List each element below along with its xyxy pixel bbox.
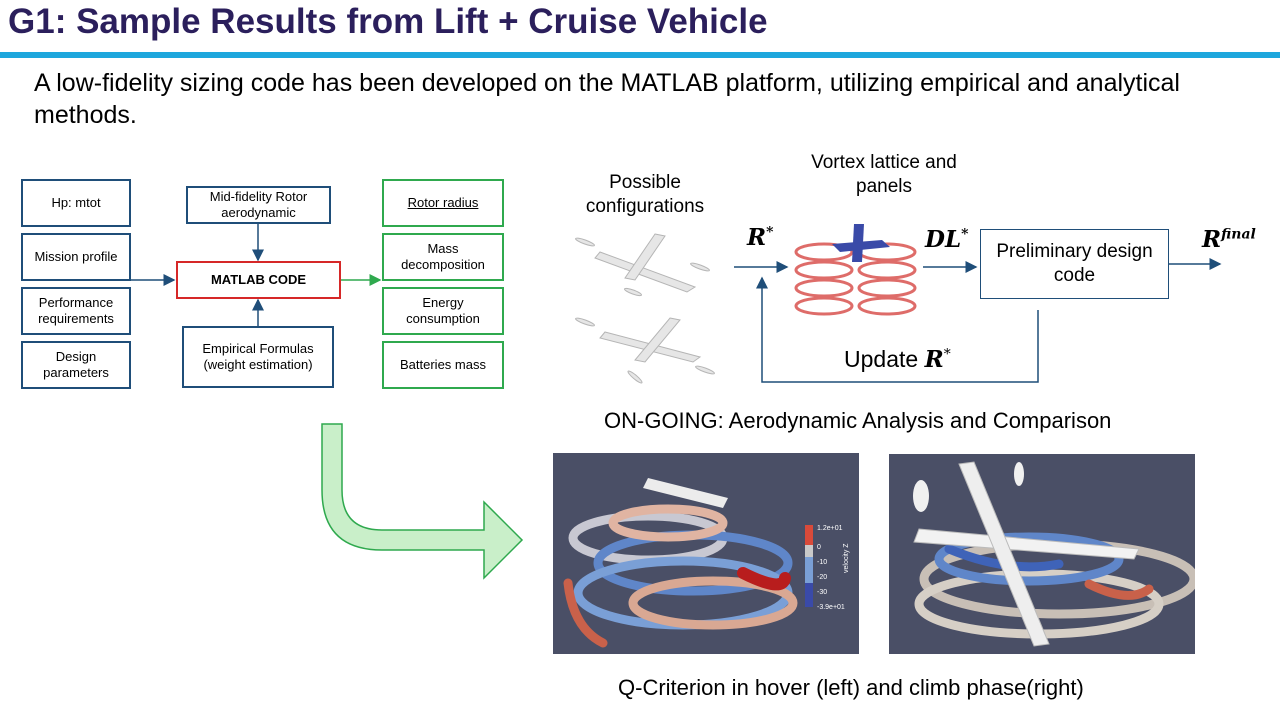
colorbar-tick-1: -10 [817, 559, 827, 566]
output-box-rotor-radius: Rotor radius [382, 179, 504, 227]
possible-configurations-label: Possible configurations [585, 172, 705, 217]
input-box-design: Design parameters [21, 341, 131, 389]
page-title: G1: Sample Results from Lift + Cruise Ve… [8, 2, 768, 41]
colorbar-tick-2: -20 [817, 574, 827, 581]
mid-fidelity-box: Mid-fidelity Rotor aerodynamic [186, 186, 331, 224]
figure-caption: Q-Criterion in hover (left) and climb ph… [618, 675, 1084, 700]
input-box-performance: Performance requirements [21, 287, 131, 335]
r-star-label: R* [747, 224, 774, 251]
aircraft-configurations-image [575, 233, 715, 384]
empirical-formulas-box: Empirical Formulas (weight estimation) [182, 326, 334, 388]
title-underline [0, 52, 1280, 58]
big-curved-arrow [321, 423, 524, 580]
output-box-mass: Mass decomposition [382, 233, 504, 281]
matlab-code-box: MATLAB CODE [176, 261, 341, 299]
colorbar-top-label: 1.2e+01 [817, 525, 843, 532]
vortex-lattice-label: Vortex lattice and panels [811, 152, 957, 197]
ongoing-heading: ON-GOING: Aerodynamic Analysis and Compa… [604, 408, 1112, 433]
colorbar-bottom-label: -3.9e+01 [817, 604, 845, 611]
dl-star-label: DL* [925, 226, 969, 253]
intro-text: A low-fidelity sizing code has been deve… [34, 69, 1180, 129]
hover-qcriterion-plot: 1.2e+01 0 -10 -20 -30 -3.9e+01 velocity … [553, 453, 859, 654]
vortex-lattice-image [794, 224, 917, 316]
colorbar-tick-3: -30 [817, 589, 827, 596]
output-box-batteries: Batteries mass [382, 341, 504, 389]
update-r-star-label: Update R* [844, 346, 951, 373]
input-box-mission: Mission profile [21, 233, 131, 281]
climb-qcriterion-plot [889, 454, 1195, 654]
colorbar-axis-label: velocity Z [843, 543, 850, 573]
r-final-label: Rfinal [1202, 226, 1256, 253]
velocity-colorbar: 1.2e+01 0 -10 -20 -30 -3.9e+01 velocity … [805, 525, 850, 611]
input-box-hp: Hp: mtot [21, 179, 131, 227]
output-box-energy: Energy consumption [382, 287, 504, 335]
preliminary-design-code-box: Preliminary design code [980, 229, 1169, 299]
colorbar-tick-0: 0 [817, 544, 821, 551]
feedback-loop-arrow [756, 276, 1039, 383]
